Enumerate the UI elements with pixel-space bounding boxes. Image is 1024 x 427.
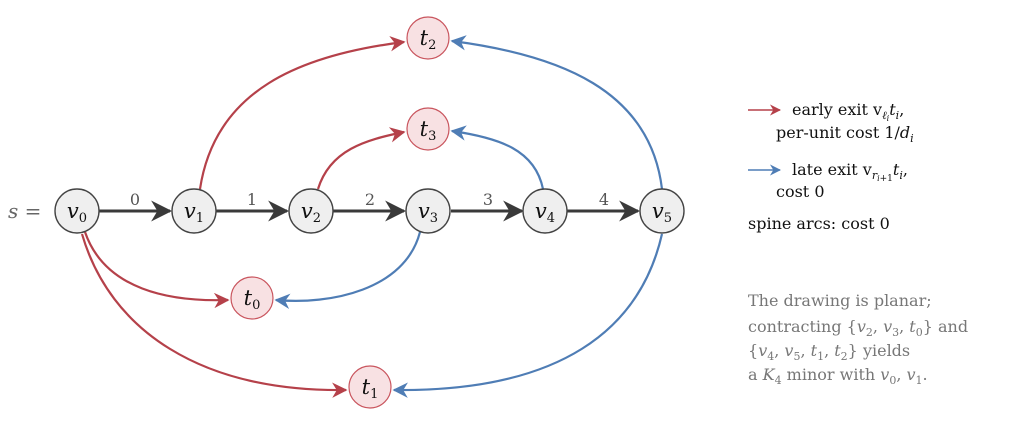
node-t0: t0 bbox=[230, 276, 274, 320]
terminal-nodes: t0 t1 t2 t3 bbox=[230, 16, 450, 409]
spine-labels: 0 1 2 3 4 bbox=[130, 190, 609, 209]
late-arc-v5-t2 bbox=[450, 35, 664, 190]
svg-text:t3: t3 bbox=[420, 117, 437, 144]
node-t1: t1 bbox=[348, 365, 392, 409]
svg-text:{v4, v5, t1, t2} yields: {v4, v5, t1, t2} yields bbox=[748, 341, 910, 363]
early-exit-arcs bbox=[80, 36, 406, 398]
late-arc-v3-t0 bbox=[274, 231, 422, 309]
early-arc-v1-t2 bbox=[198, 36, 406, 190]
spine-label-0: 0 bbox=[130, 190, 140, 209]
late-arc-v5-t1 bbox=[392, 233, 664, 398]
late-arc-v4-t3 bbox=[450, 125, 545, 190]
svg-text:contracting {v2, v3, t0} and: contracting {v2, v3, t0} and bbox=[748, 317, 968, 339]
node-v5: v5 bbox=[639, 188, 685, 234]
node-v3: v3 bbox=[405, 188, 451, 234]
node-v1: v1 bbox=[171, 188, 217, 234]
svg-text:v4: v4 bbox=[535, 199, 555, 226]
spine-label-3: 3 bbox=[483, 190, 493, 209]
svg-text:t2: t2 bbox=[420, 26, 437, 53]
source-label: s = bbox=[8, 199, 41, 223]
svg-text:early exit vℓiti,: early exit vℓiti, bbox=[792, 100, 904, 123]
svg-text:per-unit cost 1/di: per-unit cost 1/di bbox=[776, 123, 914, 145]
spine-label-4: 4 bbox=[599, 190, 609, 209]
svg-text:cost 0: cost 0 bbox=[776, 182, 825, 201]
svg-text:v0: v0 bbox=[67, 199, 87, 226]
svg-text:v2: v2 bbox=[301, 199, 321, 226]
svg-text:t1: t1 bbox=[362, 375, 379, 402]
spine-label-1: 1 bbox=[247, 190, 257, 209]
node-t2: t2 bbox=[406, 16, 450, 60]
svg-text:The drawing is planar;: The drawing is planar; bbox=[748, 291, 932, 310]
svg-text:t0: t0 bbox=[244, 286, 261, 313]
node-v2: v2 bbox=[288, 188, 334, 234]
spine-label-2: 2 bbox=[365, 190, 375, 209]
svg-text:v3: v3 bbox=[418, 199, 438, 226]
node-v0: v0 bbox=[54, 188, 100, 234]
early-arc-v0-t0 bbox=[83, 231, 230, 309]
node-v4: v4 bbox=[522, 188, 568, 234]
legend-late: late exit vri+1ti, cost 0 bbox=[748, 160, 908, 201]
legend-spine: spine arcs: cost 0 bbox=[748, 214, 890, 233]
spine-nodes: v0 v1 v2 v3 v4 v5 bbox=[54, 188, 685, 234]
svg-text:v5: v5 bbox=[652, 199, 672, 226]
planarity-note: The drawing is planar; contracting {v2, … bbox=[748, 291, 968, 387]
early-arc-v2-t3 bbox=[316, 127, 406, 190]
svg-text:late exit vri+1ti,: late exit vri+1ti, bbox=[792, 160, 908, 184]
svg-text:v1: v1 bbox=[184, 199, 204, 226]
legend-early: early exit vℓiti, per-unit cost 1/di bbox=[748, 100, 914, 145]
svg-text:a K4 minor with v0, v1.: a K4 minor with v0, v1. bbox=[748, 365, 928, 387]
early-arc-v0-t1 bbox=[80, 233, 348, 398]
node-t3: t3 bbox=[406, 107, 450, 151]
late-exit-arcs bbox=[274, 35, 664, 398]
legend: early exit vℓiti, per-unit cost 1/di lat… bbox=[748, 100, 914, 233]
